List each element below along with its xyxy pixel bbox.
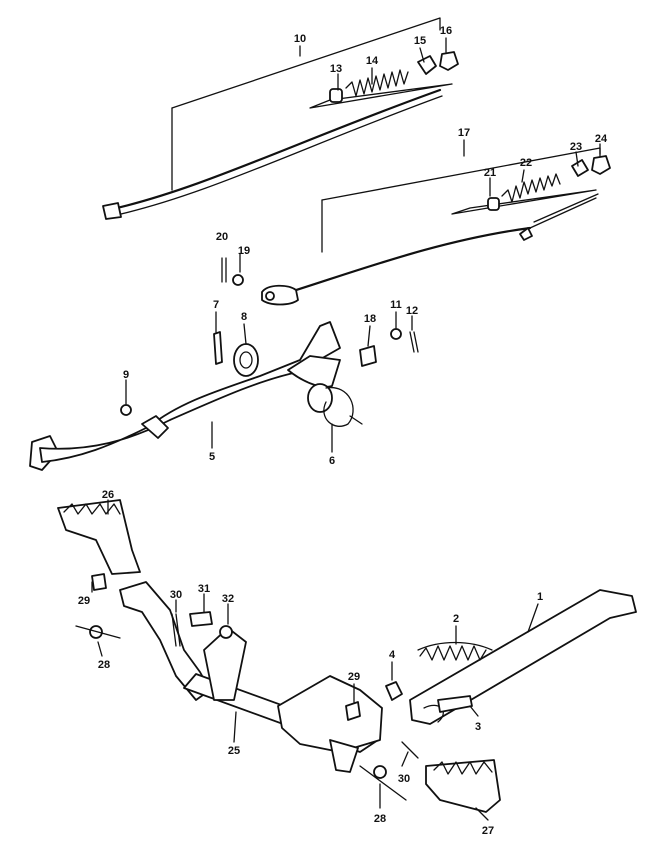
label-27: 27 bbox=[482, 825, 494, 837]
label-24: 24 bbox=[595, 133, 608, 145]
label-19: 19 bbox=[238, 245, 250, 257]
label-17: 17 bbox=[458, 127, 470, 139]
label-25: 25 bbox=[228, 745, 240, 757]
part-number-labels: 10 13 14 15 16 17 21 22 23 24 20 19 7 8 … bbox=[78, 25, 608, 837]
label-11: 11 bbox=[390, 299, 402, 311]
label-14: 14 bbox=[366, 55, 379, 67]
label-4: 4 bbox=[389, 649, 396, 661]
label-18: 18 bbox=[364, 313, 376, 325]
footrest-bracket bbox=[57, 499, 419, 801]
label-30b: 30 bbox=[398, 773, 410, 785]
label-29b: 29 bbox=[348, 671, 360, 683]
pedal-small-parts bbox=[213, 257, 419, 377]
label-23: 23 bbox=[570, 141, 582, 153]
brake-pedal bbox=[29, 321, 363, 471]
label-3: 3 bbox=[475, 721, 481, 733]
label-21: 21 bbox=[484, 167, 496, 179]
label-12: 12 bbox=[406, 305, 418, 317]
label-15: 15 bbox=[414, 35, 426, 47]
clutch-cable-assembly bbox=[261, 147, 611, 306]
side-stand bbox=[385, 589, 637, 813]
label-10: 10 bbox=[294, 33, 306, 45]
label-29a: 29 bbox=[78, 595, 90, 607]
label-13: 13 bbox=[330, 63, 342, 75]
label-1: 1 bbox=[537, 591, 543, 603]
rear-brake-cable-assembly bbox=[102, 17, 459, 220]
label-28b: 28 bbox=[374, 813, 386, 825]
label-8: 8 bbox=[241, 311, 247, 323]
label-7: 7 bbox=[213, 299, 219, 311]
label-5: 5 bbox=[209, 451, 215, 463]
label-28a: 28 bbox=[98, 659, 110, 671]
label-2: 2 bbox=[453, 613, 459, 625]
label-31: 31 bbox=[198, 583, 210, 595]
label-20: 20 bbox=[216, 231, 228, 243]
label-9: 9 bbox=[123, 369, 129, 381]
label-16: 16 bbox=[440, 25, 452, 37]
label-32: 32 bbox=[222, 593, 234, 605]
label-22: 22 bbox=[520, 157, 532, 169]
label-6: 6 bbox=[329, 455, 335, 467]
leader-lines bbox=[91, 37, 601, 821]
label-30a: 30 bbox=[170, 589, 182, 601]
label-26: 26 bbox=[102, 489, 114, 501]
